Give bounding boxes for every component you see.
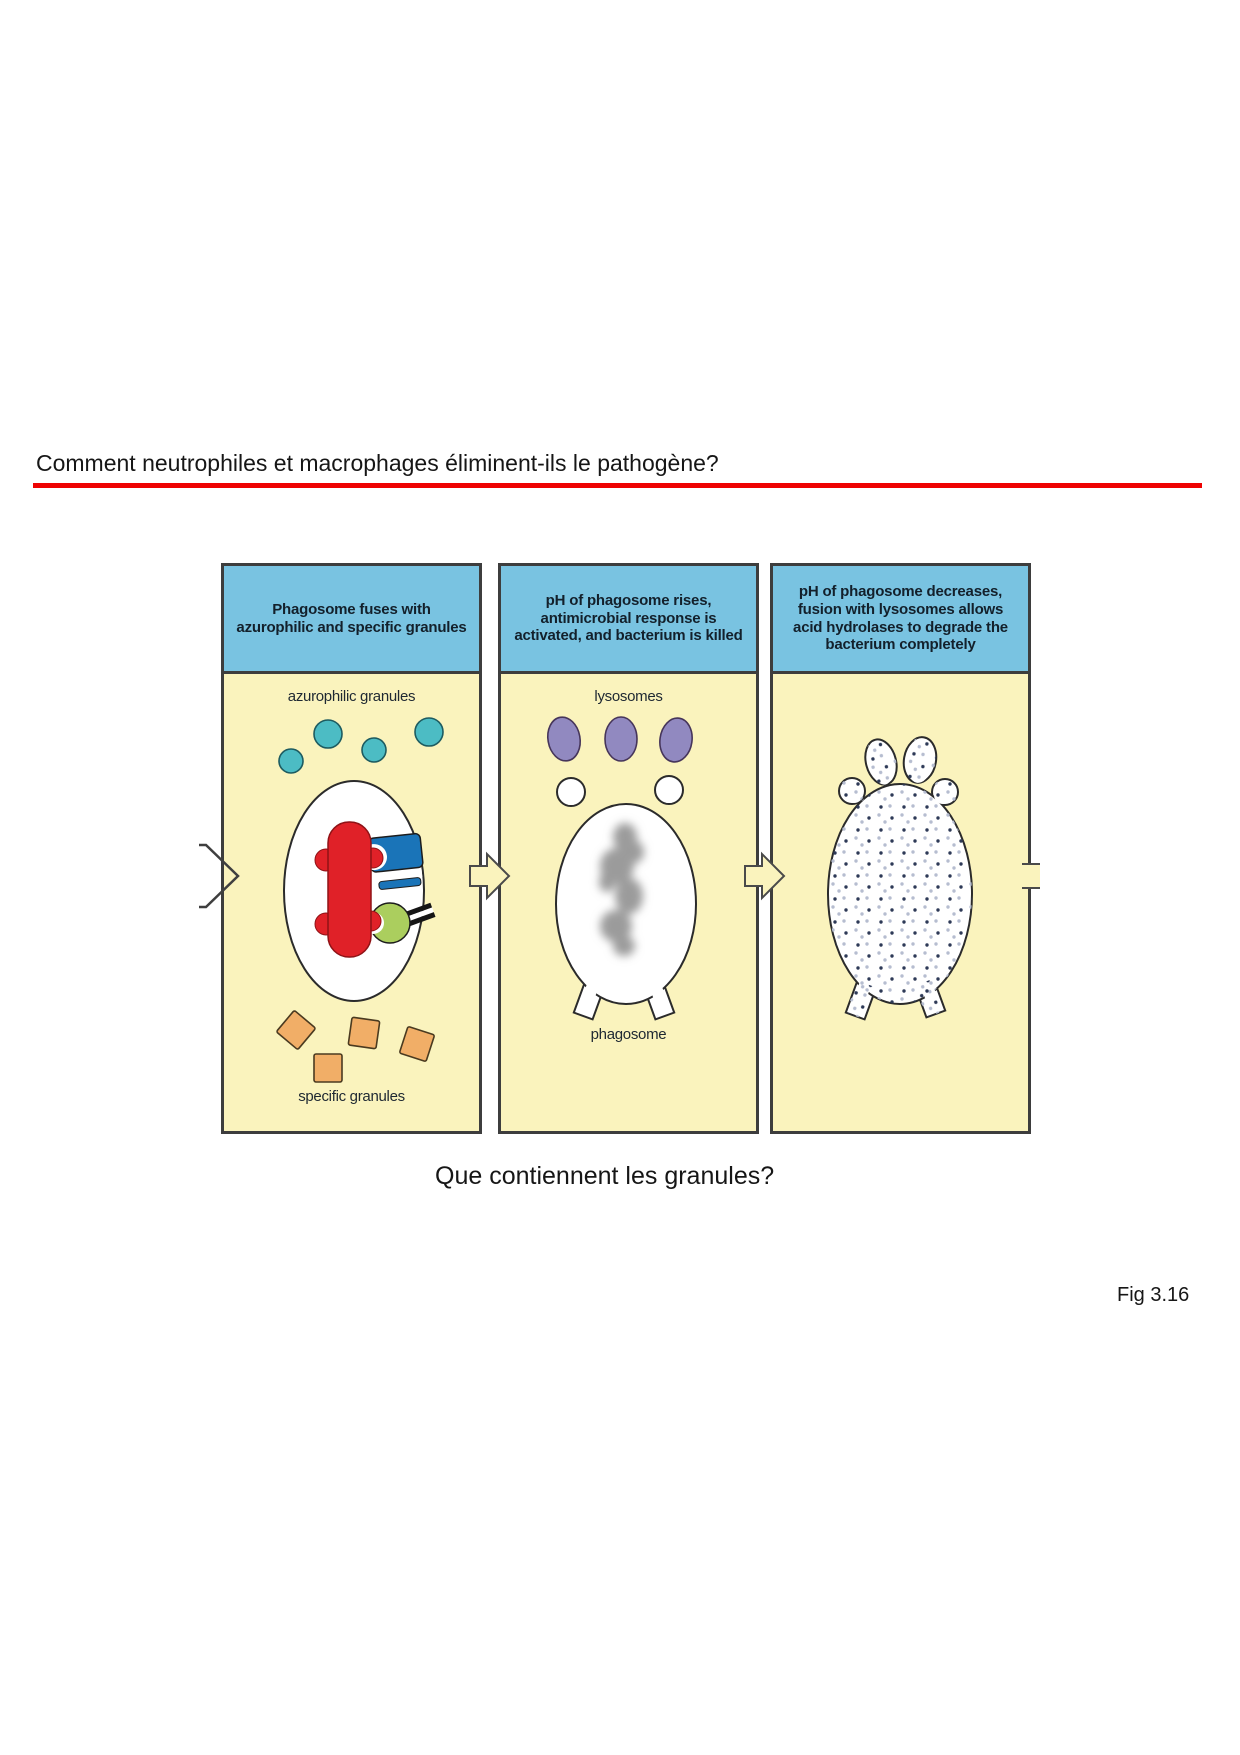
panel-1-body: azurophilic granules bbox=[224, 674, 479, 1128]
specific-granules bbox=[276, 1010, 435, 1083]
degraded-bacterium bbox=[599, 823, 644, 956]
panel-3-illustration bbox=[827, 736, 973, 1021]
panel-2-header: pH of phagosome rises, antimicrobial res… bbox=[501, 566, 756, 674]
bacterium bbox=[314, 821, 384, 958]
panel-2-body: lysosomes bbox=[501, 674, 756, 1128]
panel-2: pH of phagosome rises, antimicrobial res… bbox=[498, 563, 759, 1134]
figure-phagosome-maturation: Phagosome fuses with azurophilic and spe… bbox=[199, 563, 1040, 1135]
page-title: Comment neutrophiles et macrophages élim… bbox=[36, 450, 719, 476]
question-text: Que contiennent les granules? bbox=[435, 1162, 775, 1190]
lysosomes bbox=[546, 716, 693, 763]
label-azurophilic-granules: azurophilic granules bbox=[287, 688, 416, 705]
figure-reference: Fig 3.16 bbox=[1117, 1284, 1190, 1306]
panel-1-header: Phagosome fuses with azurophilic and spe… bbox=[224, 566, 479, 674]
speckle-dots bbox=[828, 737, 972, 1020]
label-phagosome: phagosome bbox=[590, 1026, 667, 1043]
panel-2-illustration bbox=[546, 716, 697, 1021]
panel-3-body bbox=[773, 674, 1028, 1128]
panel-1-illustration bbox=[276, 717, 444, 1083]
azurophilic-granules bbox=[278, 717, 444, 774]
title-underline bbox=[33, 483, 1202, 488]
label-specific-granules: specific granules bbox=[298, 1088, 405, 1105]
membrane-stripes-icon bbox=[405, 902, 436, 927]
label-lysosomes: lysosomes bbox=[594, 688, 663, 705]
panel-3-header: pH of phagosome decreases, fusion with l… bbox=[773, 566, 1028, 674]
panel-3: pH of phagosome decreases, fusion with l… bbox=[770, 563, 1031, 1134]
panel-1: Phagosome fuses with azurophilic and spe… bbox=[221, 563, 482, 1134]
